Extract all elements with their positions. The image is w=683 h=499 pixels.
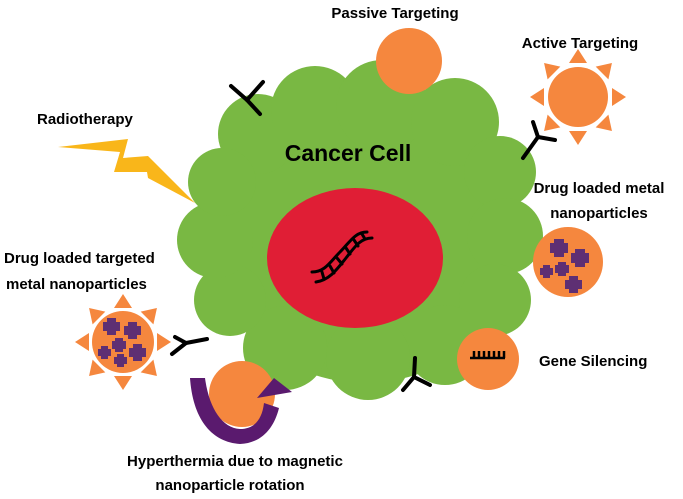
gene-silencing-label: Gene Silencing xyxy=(539,353,647,370)
y-shaped-antibody-icon xyxy=(401,356,432,392)
y-shaped-antibody-icon xyxy=(229,80,265,116)
nucleus xyxy=(267,188,443,328)
hyperthermia-label-line2: nanoparticle rotation xyxy=(155,477,304,494)
lightning-bolt-icon xyxy=(58,139,195,203)
drug-loaded-targeted-label-line1: Drug loaded targeted xyxy=(4,250,155,267)
drug-loaded-metal-label-line1: Drug loaded metal xyxy=(534,180,665,197)
dna-helix-icon xyxy=(310,230,374,284)
active-targeting-label: Active Targeting xyxy=(522,35,638,52)
y-shaped-antibody-icon xyxy=(521,120,557,160)
drug-loaded-targeted-label-line2: metal nanoparticles xyxy=(6,276,147,293)
y-shaped-antibody-icon xyxy=(170,335,209,356)
drug-loaded-targeted-nanoparticle xyxy=(75,294,171,390)
spike-ring xyxy=(530,49,626,145)
hyperthermia-nanoparticle xyxy=(209,361,275,427)
active-targeting-nanoparticle xyxy=(530,49,626,145)
cancer-cell-body xyxy=(177,60,543,400)
passive-targeting-label: Passive Targeting xyxy=(331,5,458,22)
curved-arrow-icon xyxy=(190,378,292,444)
comb-sirna-icon xyxy=(470,351,506,360)
hyperthermia-label-line1: Hyperthermia due to magnetic xyxy=(127,453,343,470)
drug-loaded-metal-label-line2: nanoparticles xyxy=(550,205,648,222)
radiotherapy-label: Radiotherapy xyxy=(37,111,134,128)
passive-targeting-nanoparticle xyxy=(376,28,442,94)
cancer-cell-label: Cancer Cell xyxy=(285,140,412,166)
drug-loaded-nanoparticle xyxy=(533,227,603,297)
